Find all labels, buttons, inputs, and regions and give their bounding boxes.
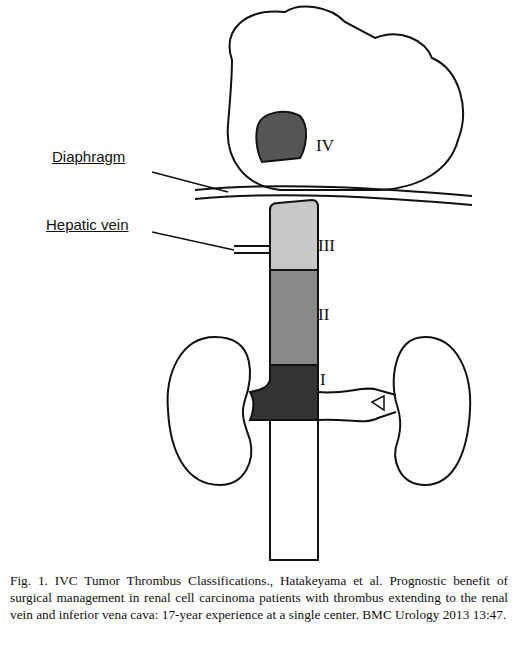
- renal-vein: [372, 396, 384, 410]
- level-label: II: [318, 305, 329, 325]
- anatomy-label: Hepatic vein: [46, 216, 129, 233]
- level-label: IV: [316, 136, 334, 156]
- level-label: III: [318, 236, 335, 256]
- level-label: I: [320, 370, 326, 390]
- left-kidney: [394, 337, 470, 485]
- figure-caption: Fig. 1. IVC Tumor Thrombus Classificatio…: [10, 572, 508, 623]
- hepatic-vein: [234, 246, 270, 253]
- ivc-lower: [270, 420, 318, 560]
- level-ii-band: [270, 270, 318, 365]
- atrial-thrombus: [256, 112, 306, 162]
- right-kidney: [168, 337, 252, 485]
- diaphragm-line: [195, 186, 472, 196]
- level-i-band: [250, 365, 318, 420]
- renal-vein: [318, 389, 396, 422]
- leader-line: [152, 172, 228, 192]
- level-iii-band: [270, 200, 318, 270]
- heart-outline: [228, 7, 463, 190]
- leader-line: [152, 232, 234, 250]
- anatomy-label: Diaphragm: [52, 148, 125, 165]
- diaphragm-line: [195, 195, 472, 205]
